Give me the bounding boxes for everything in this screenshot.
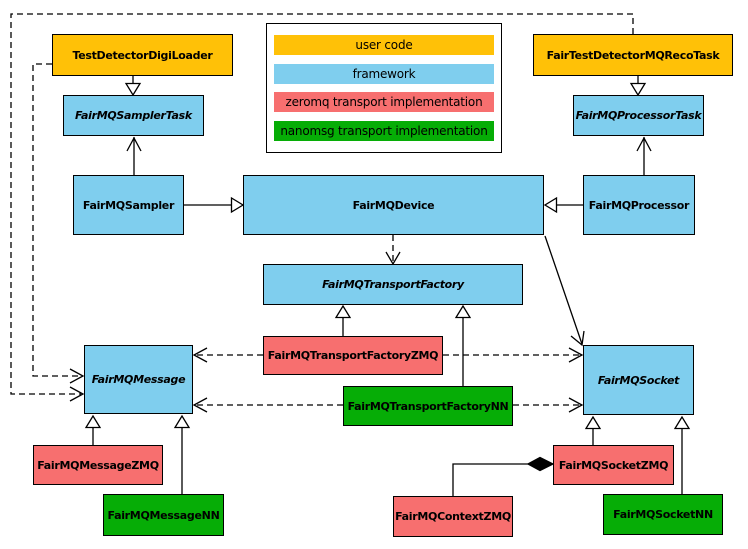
node-label: FairTestDetectorMQRecoTask bbox=[546, 48, 720, 62]
node-label: FairMQDevice bbox=[352, 198, 435, 212]
edge-messagenn-to-message bbox=[173, 414, 191, 494]
node-label: FairMQSocket bbox=[597, 373, 680, 387]
edge-processor-to-device bbox=[543, 196, 583, 214]
node-label: FairMQMessage bbox=[91, 373, 186, 386]
edge-factoryzmq-to-message bbox=[192, 347, 263, 363]
node-fairmq-sampler-task: FairMQSamplerTask bbox=[63, 95, 204, 136]
node-fairmq-socket-nn: FairMQSocketNN bbox=[603, 494, 723, 535]
edge-recotask-to-message bbox=[10, 13, 634, 402]
edge-digiloader-to-message bbox=[32, 63, 85, 384]
edge-factorynn-to-transportfactory bbox=[454, 304, 472, 386]
node-fairmq-processor: FairMQProcessor bbox=[583, 175, 695, 235]
edge-recotask-to-processortask bbox=[629, 76, 647, 97]
legend-label: zeromq transport implementation bbox=[285, 95, 483, 110]
edge-device-to-transportfactory bbox=[385, 235, 401, 266]
node-fairmq-socket: FairMQSocket bbox=[583, 345, 694, 415]
node-fairmq-socket-zmq: FairMQSocketZMQ bbox=[553, 445, 674, 485]
legend: user code framework zeromq transport imp… bbox=[266, 23, 502, 153]
node-label: FairMQTransportFactoryZMQ bbox=[267, 349, 439, 362]
edge-socketnn-to-socket bbox=[673, 415, 691, 494]
edge-contextzmq-to-socketzmq bbox=[452, 456, 555, 496]
edge-processor-to-processortask bbox=[636, 136, 652, 175]
edge-factorynn-to-socket bbox=[513, 397, 584, 413]
legend-label: user code bbox=[355, 37, 413, 52]
node-label: FairMQSampler bbox=[82, 198, 175, 212]
node-fairmq-sampler: FairMQSampler bbox=[73, 175, 184, 235]
node-label: FairMQProcessor bbox=[588, 198, 690, 212]
node-label: FairMQSocketZMQ bbox=[558, 458, 669, 472]
node-label: FairMQProcessorTask bbox=[575, 109, 702, 122]
node-fairmq-message: FairMQMessage bbox=[84, 345, 193, 414]
node-fairmq-transport-factory: FairMQTransportFactory bbox=[263, 264, 523, 305]
node-fairmq-message-zmq: FairMQMessageZMQ bbox=[33, 445, 163, 485]
node-fairmq-message-nn: FairMQMessageNN bbox=[103, 494, 224, 536]
node-label: FairMQTransportFactory bbox=[322, 278, 464, 291]
legend-item-zeromq: zeromq transport implementation bbox=[274, 92, 494, 113]
edge-factoryzmq-to-socket bbox=[443, 347, 584, 363]
node-label: FairMQMessageZMQ bbox=[37, 458, 159, 472]
node-fair-test-detector-mq-reco-task: FairTestDetectorMQRecoTask bbox=[533, 34, 733, 76]
node-fairmq-context-zmq: FairMQContextZMQ bbox=[393, 496, 513, 537]
legend-item-framework: framework bbox=[274, 63, 494, 84]
node-test-detector-digi-loader: TestDetectorDigiLoader bbox=[52, 34, 233, 76]
node-fairmq-transport-factory-nn: FairMQTransportFactoryNN bbox=[343, 386, 513, 426]
node-label: FairMQSamplerTask bbox=[75, 109, 192, 122]
node-label: TestDetectorDigiLoader bbox=[72, 48, 213, 62]
composition-diamond-icon bbox=[526, 456, 555, 472]
legend-item-user-code: user code bbox=[274, 34, 494, 55]
node-label: FairMQSocketNN bbox=[613, 508, 713, 521]
node-label: FairMQTransportFactoryNN bbox=[347, 399, 509, 413]
legend-label: framework bbox=[352, 66, 416, 81]
node-fairmq-transport-factory-zmq: FairMQTransportFactoryZMQ bbox=[263, 336, 443, 375]
node-label: FairMQMessageNN bbox=[107, 508, 220, 522]
edge-messagezmq-to-message bbox=[84, 414, 102, 445]
node-fairmq-processor-task: FairMQProcessorTask bbox=[573, 95, 704, 136]
edge-factoryzmq-to-transportfactory bbox=[334, 304, 352, 336]
node-label: FairMQContextZMQ bbox=[395, 510, 511, 523]
edge-device-to-socket bbox=[544, 235, 585, 347]
legend-item-nanomsg: nanomsg transport implementation bbox=[274, 121, 494, 142]
node-fairmq-device: FairMQDevice bbox=[243, 175, 544, 235]
edge-digiloader-to-samplertask bbox=[124, 76, 142, 97]
edge-sampler-to-device bbox=[184, 196, 245, 214]
legend-label: nanomsg transport implementation bbox=[280, 124, 488, 139]
edge-factorynn-to-message bbox=[192, 397, 343, 413]
edge-sampler-to-samplertask bbox=[126, 136, 142, 175]
edge-socketzmq-to-socket bbox=[584, 415, 602, 445]
